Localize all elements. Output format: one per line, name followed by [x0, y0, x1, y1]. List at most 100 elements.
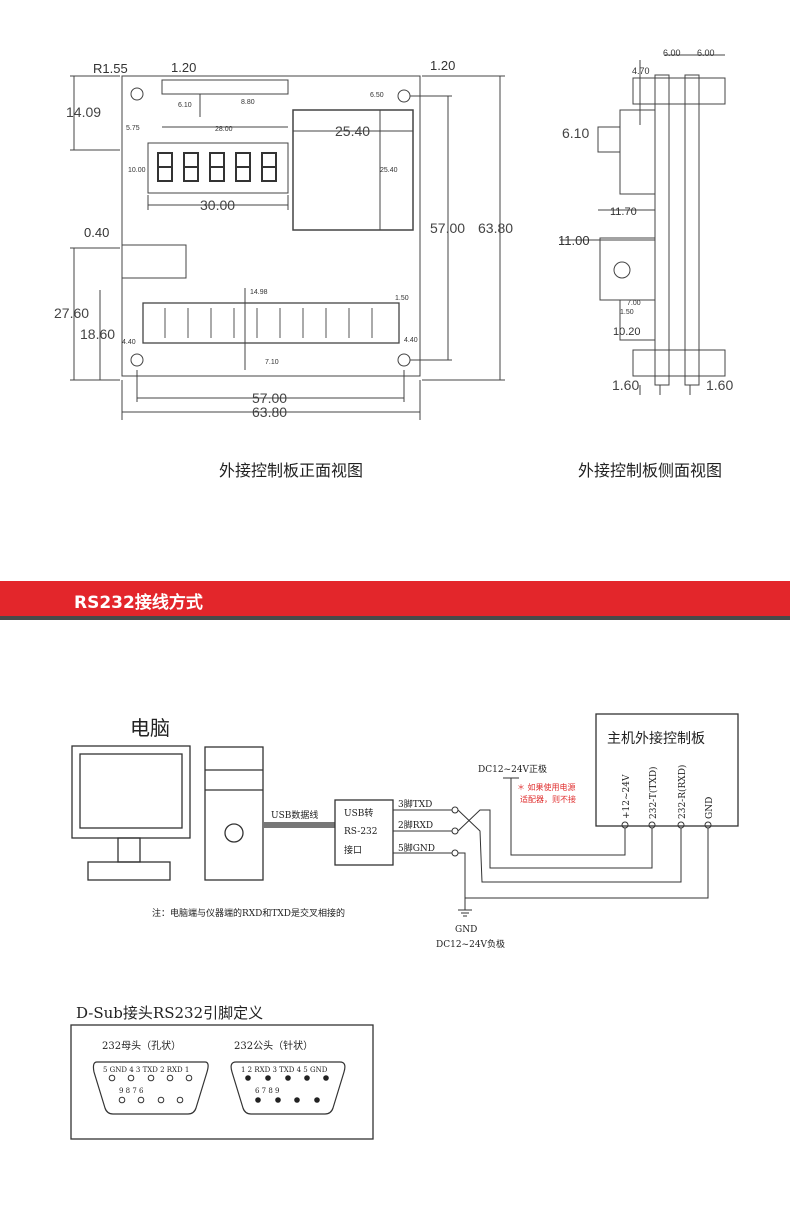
dim-120b: 1.20 [430, 58, 455, 73]
terminal-power: +12~24V [622, 774, 632, 819]
side-small-part [619, 299, 656, 341]
side-cutout [122, 244, 187, 279]
side-dim-160a: 1.60 [612, 377, 639, 393]
dim-1860: 18.60 [80, 326, 115, 342]
usb-cable [263, 822, 335, 828]
female-connector-shell [92, 1061, 209, 1115]
mount-hole-br [397, 353, 411, 367]
side-header-top [632, 77, 726, 105]
usb-rs232-converter [334, 799, 394, 866]
female-holes [108, 1074, 193, 1104]
side-dim-150: 1.50 [620, 309, 634, 316]
male-top-row-labels: 1 2 RXD 3 TXD 4 5 GND [241, 1066, 328, 1074]
led-display [147, 142, 289, 194]
dim-150: 1.50 [395, 295, 409, 302]
pin-txd-label: 3脚TXD [398, 799, 432, 810]
side-dim-1020: 10.20 [613, 326, 641, 338]
side-module [619, 109, 656, 195]
computer-label: 电脑 [130, 716, 170, 740]
adapter-note-1: ＊ 如果使用电源 [517, 782, 576, 792]
side-dim-470: 4.70 [632, 66, 650, 76]
dim-5700h: 57.00 [252, 390, 287, 406]
pc-tower-icon [204, 746, 264, 881]
side-dim-1100: 11.00 [558, 233, 590, 248]
side-dim-160b: 1.60 [706, 377, 733, 393]
dim-880: 8.80 [241, 99, 255, 106]
dim-5700v: 57.00 [430, 220, 465, 236]
side-buzzer [599, 237, 656, 301]
male-label: 232公头（针状） [234, 1039, 313, 1052]
side-dim-600a: 6.00 [663, 48, 681, 58]
dim-1498: 14.98 [250, 289, 268, 296]
wiring-diagram: 电脑 USB数据线 USB转 RS-232 接口 3脚TXD 2脚RXD 5脚G… [71, 713, 739, 950]
dim-120a: 1.20 [171, 60, 196, 75]
power-positive-label: DC12~24V正极 [478, 763, 547, 775]
pin-rxd-label: 2脚RXD [398, 820, 433, 831]
bottom-connector [142, 302, 400, 344]
dsub-frame [70, 1024, 374, 1140]
dim-6380h: 63.80 [252, 404, 287, 420]
male-bottom-row-labels: 6 7 8 9 [255, 1087, 280, 1095]
dim-440b: 4.40 [404, 337, 418, 344]
square-module [292, 109, 414, 231]
dim-2760: 27.60 [54, 305, 89, 321]
pin-gnd-label: 5脚GND [398, 843, 435, 854]
top-connector [161, 79, 289, 95]
front-board-outline [121, 75, 421, 377]
dsub-title: D-Sub接头RS232引脚定义 [76, 1004, 263, 1022]
side-dim-610: 6.10 [562, 125, 589, 141]
dim-440a: 4.40 [122, 339, 136, 346]
converter-line-1: USB转 [344, 807, 373, 819]
dim-575: 5.75 [126, 125, 140, 132]
adapter-note-2: 适配器，则不接 [520, 794, 576, 804]
male-pins [245, 1075, 329, 1103]
dim-650: 6.50 [370, 92, 384, 99]
terminal-txd: 232-T(TXD) [648, 766, 659, 819]
dim-710: 7.10 [265, 359, 279, 366]
dim-6380v: 63.80 [478, 220, 513, 236]
gnd-label: GND [455, 925, 477, 935]
female-top-row-labels: 5 GND 4 3 TXD 2 RXD 1 [103, 1066, 189, 1074]
mount-hole-tl [130, 87, 144, 101]
side-board-main [654, 74, 670, 386]
section-title: RS232接线方式 [74, 593, 203, 613]
side-view-caption: 外接控制板侧面视图 [578, 461, 723, 480]
usb-cable-label: USB数据线 [271, 809, 318, 821]
host-board-title: 主机外接控制板 [607, 730, 705, 747]
dim-1000: 10.00 [128, 167, 146, 174]
side-dim-600b: 6.00 [697, 48, 715, 58]
mount-hole-bl [130, 353, 144, 367]
female-bottom-row-labels: 9 8 7 6 [119, 1087, 144, 1095]
side-dim-1170: 11.70 [610, 206, 637, 218]
dim-3000: 30.00 [200, 197, 235, 213]
side-display [597, 126, 621, 153]
connector-cells [164, 308, 373, 338]
dim-1409: 14.09 [66, 104, 101, 120]
female-label: 232母头（孔状） [102, 1039, 181, 1052]
dim-2540a: 25.40 [335, 123, 370, 139]
side-buzzer-hole [613, 261, 631, 279]
side-board-back [684, 74, 700, 386]
dim-610: 6.10 [178, 102, 192, 109]
terminal-rxd: 232-R(RXD) [677, 765, 688, 819]
crossover-note: 注：电脑端与仪器端的RXD和TXD是交叉相接的 [152, 907, 345, 919]
mount-hole-tr [397, 89, 411, 103]
dim-040: 0.40 [84, 225, 109, 240]
dsub-pinout: D-Sub接头RS232引脚定义 232母头（孔状） 5 GND 4 3 TXD… [70, 1004, 374, 1140]
section-banner [0, 581, 790, 619]
power-negative-label: DC12~24V负极 [436, 938, 505, 950]
monitor-icon [71, 745, 191, 881]
dim-2540b: 25.40 [380, 167, 398, 174]
section-banner-shadow [0, 616, 790, 620]
side-dim-700: 7.00 [627, 300, 641, 307]
dim-2800: 28.00 [215, 126, 233, 133]
host-board [595, 713, 739, 827]
male-connector-shell [230, 1061, 346, 1115]
converter-line-2: RS-232 [344, 827, 378, 837]
terminal-gnd: GND [705, 797, 715, 819]
side-header-bottom [632, 349, 726, 377]
dim-r155: R1.55 [93, 61, 128, 76]
front-view-caption: 外接控制板正面视图 [219, 461, 364, 480]
mechanical-drawings: R1.55 1.20 1.20 14.09 6.10 8.80 5.75 28.… [54, 48, 733, 420]
led-digits [157, 152, 277, 182]
